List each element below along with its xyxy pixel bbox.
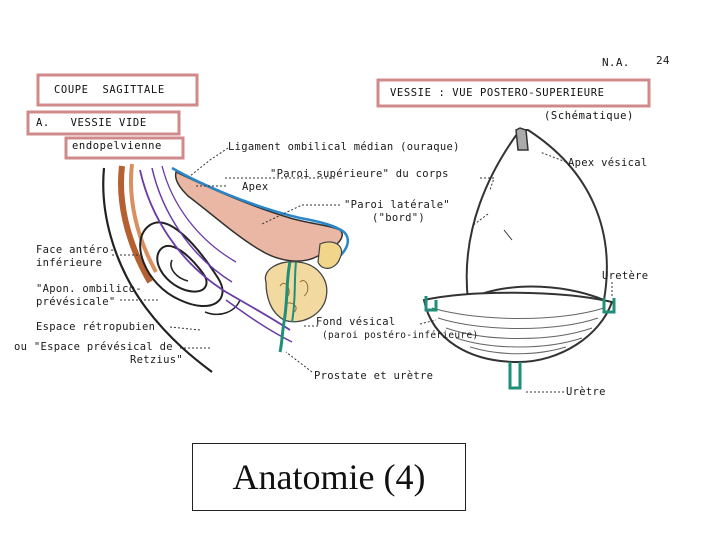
box-vessie-vide: [26, 110, 181, 136]
label-paroi-posteroinf: (paroi postéro-inférieure): [322, 330, 479, 341]
endopelvienne-label: endopelvienne: [72, 140, 162, 152]
label-face-anterieure-2: inférieure: [36, 257, 103, 269]
label-paroi-superieure: "Paroi supérieure" du corps: [270, 168, 449, 180]
leader-lines-left: [112, 147, 340, 373]
sagittal-view: [102, 163, 350, 373]
label-prostate: Prostate et urètre: [314, 370, 434, 382]
coupe-sagittale-label: COUPE SAGITTALE: [54, 84, 165, 96]
schematique-label: (Schématique): [544, 110, 634, 122]
box-coupe-sagittale: [36, 73, 199, 107]
label-apex-vesical: Apex vésical: [568, 157, 648, 169]
slide-title: Anatomie (4): [192, 443, 466, 511]
label-espace-prevesical-2: Retzius": [130, 354, 183, 366]
box-endopelvienne: [64, 136, 185, 160]
leader-lines-right: [419, 151, 613, 393]
vessie-vue-title: VESSIE : VUE POSTERO-SUPERIEURE: [390, 87, 605, 99]
label-bord: ("bord"): [372, 212, 425, 224]
bladder-posterior-view: [422, 127, 616, 390]
label-paroi-laterale: "Paroi latérale": [344, 199, 450, 211]
label-fond-vesical: Fond vésical: [316, 316, 396, 328]
page-number: 24: [656, 54, 670, 67]
label-uretre: Urètre: [566, 386, 606, 398]
na-label: N.A.: [602, 56, 630, 69]
label-apon-1: "Apon. ombilico-: [36, 283, 142, 295]
vessie-vide-label: A. VESSIE VIDE: [36, 117, 147, 129]
label-apex-left: Apex: [242, 181, 269, 193]
box-vessie-vue: [376, 78, 651, 108]
label-espace-retropubien: Espace rétropubien: [36, 321, 156, 333]
label-espace-prevesical-1: ou "Espace prévésical de: [14, 341, 173, 353]
label-ligament: Ligament ombilical médian (ouraque): [228, 141, 460, 153]
label-uretere: Uretère: [602, 270, 649, 282]
label-face-anterieure-1: Face antéro-: [36, 244, 116, 256]
label-apon-2: prévésicale": [36, 296, 116, 308]
